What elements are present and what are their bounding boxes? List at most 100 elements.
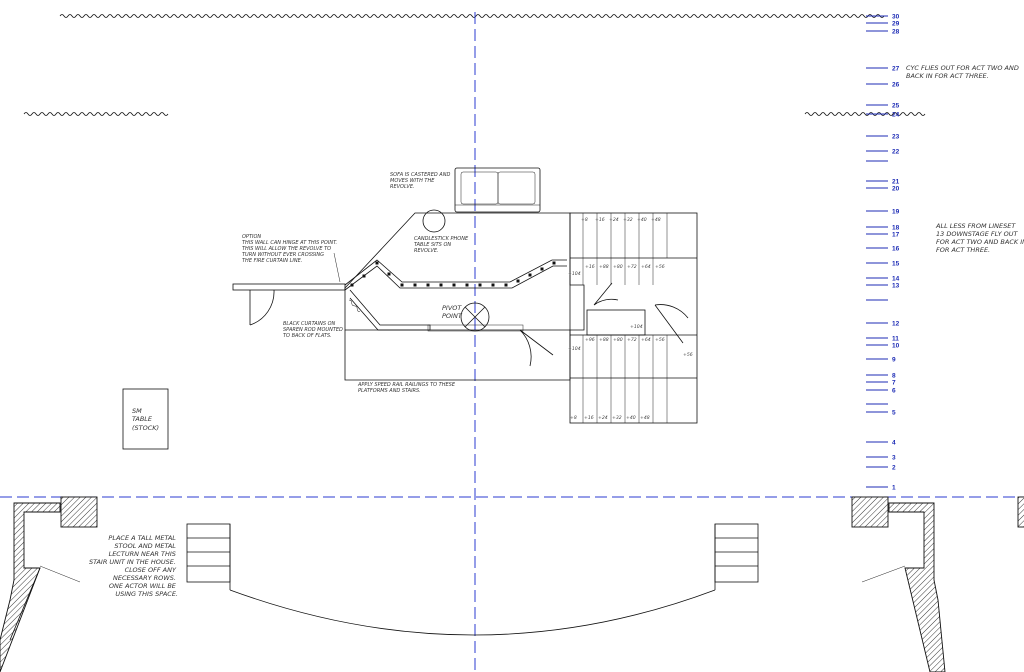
stair-height-label: +16 — [584, 415, 594, 421]
option-wall — [232, 283, 346, 326]
door-swing-center — [519, 329, 554, 367]
lineset-number: 5 — [892, 409, 896, 416]
lineset-number: 23 — [892, 133, 900, 140]
proscenium-left — [0, 496, 98, 672]
candlestick-note: CANDLESTICK PHONE TABLE SITS ON REVOLVE. — [414, 236, 470, 254]
phone-table — [422, 209, 446, 233]
pivot-point — [427, 302, 524, 332]
wall-brace-dot — [491, 283, 495, 287]
stair-height-label: +104 — [568, 346, 581, 352]
cyc-wave-line — [23, 14, 926, 116]
lectern-note: PLACE A TALL METAL STOOL AND METAL LECTU… — [89, 534, 178, 598]
wall-brace-dot — [439, 283, 443, 287]
lineset-number: 1 — [892, 484, 896, 491]
stair-height-label: +104 — [568, 271, 581, 277]
stair-height-label: +48 — [640, 415, 650, 421]
wall-brace-dot — [350, 283, 354, 287]
stair-height-label: +104 — [630, 324, 643, 330]
wall-brace-dot — [426, 283, 430, 287]
option-note: OPTION THIS WALL CAN HINGE AT THIS POINT… — [242, 234, 339, 264]
wall-brace-dot — [478, 283, 482, 287]
stair-height-label: +16 — [585, 264, 595, 270]
stair-height-label: +48 — [651, 217, 661, 223]
wall-brace-dot — [387, 272, 391, 276]
lineset-number: 11 — [892, 335, 899, 342]
stair-height-label: +80 — [613, 264, 623, 270]
lineset-number: 27 — [892, 65, 900, 72]
stair-height-label: +32 — [612, 415, 622, 421]
sm-table-label: SM TABLE (STOCK) — [132, 407, 159, 432]
stair-height-label: +40 — [626, 415, 636, 421]
wall-brace-dot — [528, 273, 532, 277]
lineset-number: 19 — [892, 208, 900, 215]
lineset-number: 22 — [892, 148, 900, 155]
black-curtains — [348, 289, 431, 331]
wall-brace-dot — [516, 279, 520, 283]
lineset-number: 6 — [892, 387, 896, 394]
apron-edge — [229, 589, 716, 636]
lineset-number: 12 — [892, 320, 900, 327]
lineset-number: 29 — [892, 20, 900, 27]
stair-height-label: +80 — [613, 337, 623, 343]
lineset-number: 16 — [892, 245, 900, 252]
wall-brace-dot — [413, 283, 417, 287]
stair-height-label: +8 — [570, 415, 577, 421]
lineset-number: 15 — [892, 260, 900, 267]
pivot-label: PIVOT POINT — [442, 304, 463, 320]
wall-brace-dot — [452, 283, 456, 287]
lineset-number: 17 — [892, 231, 900, 238]
stair-height-label: +24 — [598, 415, 608, 421]
stair-height-label: +56 — [683, 352, 693, 358]
wall-brace-dot — [552, 261, 556, 265]
lineset-number: 18 — [892, 224, 900, 231]
house-stair-left — [186, 523, 231, 583]
stair-height-label: +32 — [623, 217, 633, 223]
proscenium-right — [851, 496, 1024, 672]
wall-brace-dot — [375, 261, 379, 265]
lineset-number: 13 — [892, 282, 900, 289]
lineset-schedule: 3029282726252423222120191817161514131211… — [866, 13, 900, 491]
sofa — [454, 167, 541, 213]
wall-brace-dot — [540, 267, 544, 271]
lineset-number: 10 — [892, 342, 900, 349]
lineset-number: 26 — [892, 81, 900, 88]
stair-height-label: +88 — [599, 337, 609, 343]
stair-height-label: +24 — [609, 217, 619, 223]
wall-brace-dot — [465, 283, 469, 287]
stair-height-label: +40 — [637, 217, 647, 223]
stair-height-label: +16 — [595, 217, 605, 223]
lineset-number: 3 — [892, 454, 896, 461]
sofa-note: SOFA IS CASTERED AND MOVES WITH THE REVO… — [390, 172, 452, 190]
lineset-number: 4 — [892, 439, 896, 446]
lineset-number: 21 — [892, 178, 900, 185]
lineset-number: 8 — [892, 372, 896, 379]
lineset-number: 7 — [892, 379, 896, 386]
revolve-wall — [344, 259, 567, 291]
lineset-number: 25 — [892, 102, 900, 109]
cyc-flies-note: CYC FLIES OUT FOR ACT TWO AND BACK IN FO… — [906, 64, 1021, 80]
lineset-number: 9 — [892, 356, 896, 363]
wall-brace-dot — [400, 283, 404, 287]
stair-height-labels: +8 +16 +24 +32 +40 +48 +16 +88 +80 +72 +64 +56 +104 +… — [568, 217, 693, 421]
house-stair-right — [714, 523, 759, 583]
curtains-note: BLACK CURTAINS ON SPAREN ROD MOUNTED TO … — [283, 321, 344, 339]
stair-platforms — [569, 212, 698, 424]
lineset-number: 20 — [892, 185, 900, 192]
railings-note: APPLY SPEED RAIL RAILINGS TO THESE PLATF… — [357, 382, 457, 394]
lineset-number: 24 — [892, 111, 900, 118]
stair-height-label: +8 — [581, 217, 588, 223]
stair-height-label: +72 — [627, 337, 637, 343]
stair-height-label: +56 — [655, 264, 665, 270]
sm-table — [122, 388, 169, 450]
option-leader — [333, 252, 341, 283]
lineset-number: 2 — [892, 464, 896, 471]
lineset-fly-note: ALL LESS FROM LINESET 13 DOWNSTAGE FLY O… — [935, 222, 1024, 254]
stair-height-label: +64 — [641, 264, 651, 270]
lineset-number: 28 — [892, 28, 900, 35]
wall-brace-dot — [362, 274, 366, 278]
stair-height-label: +72 — [627, 264, 637, 270]
lineset-number: 14 — [892, 275, 900, 282]
stair-height-label: +64 — [641, 337, 651, 343]
stair-height-label: +88 — [599, 264, 609, 270]
